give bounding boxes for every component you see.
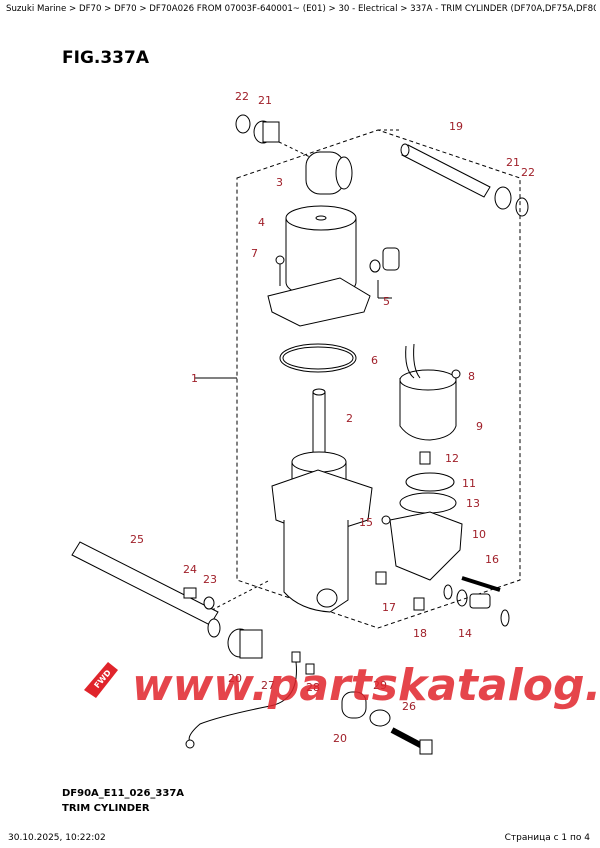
pin-part [207, 618, 221, 638]
pin-part [71, 541, 219, 626]
gear-part [405, 472, 455, 492]
motor-wire [405, 343, 421, 379]
ground-wire-terminal [185, 739, 195, 749]
bolt-part [461, 576, 501, 592]
callout-number[interactable]: 3 [276, 176, 283, 189]
callout-number[interactable]: 2 [346, 412, 353, 425]
reservoir-flange [267, 277, 371, 327]
callout-number[interactable]: 14 [458, 627, 472, 640]
screw-part [451, 369, 461, 379]
callout-number[interactable]: 20 [228, 672, 242, 685]
cylinder-body [283, 520, 349, 613]
o-ring-part [456, 589, 468, 607]
callout-number[interactable]: 27 [261, 679, 275, 692]
callout-number[interactable]: 20 [333, 732, 347, 745]
leader-line [278, 141, 313, 159]
cylinder-body [291, 451, 347, 473]
callout-number[interactable]: 16 [485, 553, 499, 566]
callout-number[interactable]: 21 [506, 156, 520, 169]
screw-part [413, 597, 425, 611]
fitting-part [382, 247, 400, 271]
callout-number[interactable]: 22 [235, 90, 249, 103]
breadcrumb[interactable]: Suzuki Marine > DF70 > DF70 > DF70A026 F… [6, 4, 596, 14]
pump-part [389, 511, 463, 581]
assembly-frame [236, 129, 521, 629]
bushing-part [341, 691, 367, 719]
motor-part [399, 378, 457, 441]
callout-number[interactable]: 25 [130, 533, 144, 546]
callout-number[interactable]: 24 [183, 563, 197, 576]
figure-title: FIG.337A [62, 48, 149, 68]
valve-part [469, 593, 491, 609]
watermark-text: www.partskatalog.ru [132, 660, 600, 711]
reservoir-part [285, 205, 357, 231]
callout-number[interactable]: 11 [462, 477, 476, 490]
callout-number[interactable]: 19 [449, 120, 463, 133]
pin-part [400, 143, 410, 157]
diagram-code: DF90A_E11_026_337A [62, 788, 185, 799]
clip-part [500, 609, 510, 627]
cylinder-eye [316, 588, 338, 608]
washer-part [369, 709, 391, 727]
bushing-part [262, 121, 280, 143]
callout-number[interactable]: 28 [306, 681, 320, 694]
callout-number[interactable]: 7 [251, 247, 258, 260]
ground-wire [188, 661, 297, 743]
spacer-part [335, 156, 353, 190]
motor-part [399, 369, 457, 391]
ground-wire-terminal [291, 651, 301, 663]
callout-number[interactable]: 21 [258, 94, 272, 107]
callout-number[interactable]: 29 [373, 679, 387, 692]
cylinder-flange [271, 469, 373, 537]
bolt-part [419, 739, 433, 755]
callout-number[interactable]: 22 [521, 166, 535, 179]
callout-number[interactable]: 1 [191, 372, 198, 385]
callout-number[interactable]: 8 [468, 370, 475, 383]
o-ring-part [443, 584, 453, 600]
fwd-arrow-icon: FWD [84, 662, 118, 698]
bushing-part [494, 186, 512, 210]
piston-rod-part [312, 388, 326, 396]
callout-number[interactable]: 26 [402, 700, 416, 713]
o-ring-part [279, 343, 357, 373]
filter-part [419, 451, 431, 465]
callout-number[interactable]: 18 [413, 627, 427, 640]
callout-number[interactable]: 13 [466, 497, 480, 510]
screw-part [375, 571, 387, 585]
grease-nipple-part [183, 587, 197, 599]
leader-line [211, 579, 271, 611]
diagram-name: TRIM CYLINDER [62, 803, 150, 814]
o-ring-part [369, 259, 381, 273]
page-count: Страница с 1 по 4 [504, 833, 590, 843]
callout-number[interactable]: 23 [203, 573, 217, 586]
o-ring-part [235, 114, 251, 134]
o-ring-part [381, 515, 391, 525]
callout-number[interactable]: 6 [371, 354, 378, 367]
reservoir-part [315, 215, 327, 221]
cap-part [203, 596, 215, 610]
o-ring-part [515, 197, 529, 217]
callout-labels: 22 21 19 21 22 3 4 7 5 6 8 1 2 9 12 11 1… [130, 90, 535, 745]
screw-part [305, 663, 315, 675]
print-timestamp: 30.10.2025, 10:22:02 [8, 833, 106, 843]
callout-number[interactable]: 10 [472, 528, 486, 541]
callout-number[interactable]: 17 [382, 601, 396, 614]
o-ring-part [399, 492, 457, 514]
callout-number[interactable]: 15 [359, 516, 373, 529]
callout-number[interactable]: 9 [476, 420, 483, 433]
callout-number[interactable]: 12 [445, 452, 459, 465]
callout-number[interactable]: 4 [258, 216, 265, 229]
bushing-part [239, 629, 263, 659]
o-ring-part [282, 346, 354, 370]
callout-number[interactable]: 5 [383, 295, 390, 308]
screw-part [275, 255, 285, 265]
